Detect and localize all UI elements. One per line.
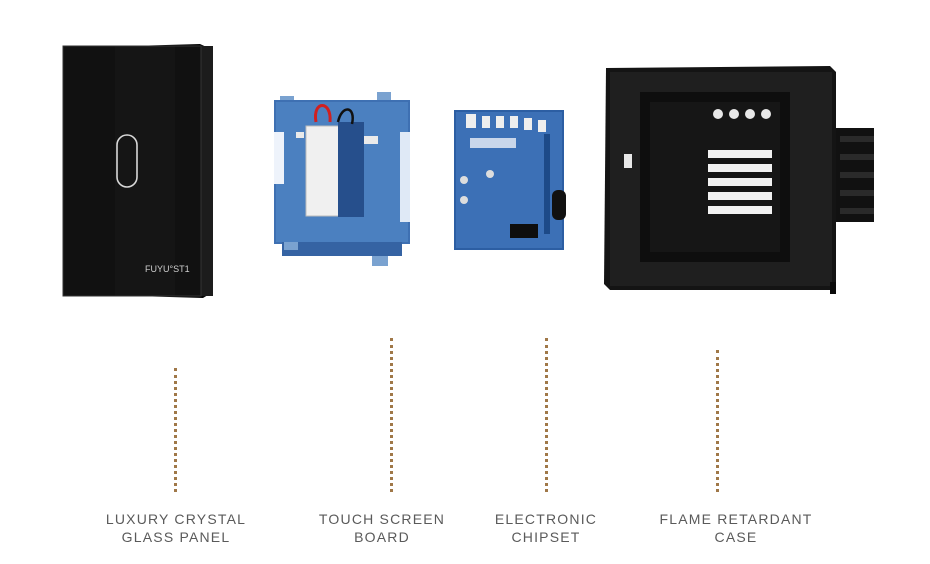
label-line-2: CASE <box>714 529 758 545</box>
label-line-1: TOUCH SCREEN <box>318 511 446 527</box>
leader-line-case <box>716 350 719 492</box>
panel-brand: FUYU°ST1 <box>145 264 190 274</box>
label-line-2: CHIPSET <box>511 529 581 545</box>
label-line-1: LUXURY CRYSTAL <box>105 511 247 527</box>
electronic-chipset-image <box>454 110 566 250</box>
label-touch-screen-board: TOUCH SCREEN BOARD <box>312 510 452 546</box>
glass-panel-image: FUYU°ST1 <box>62 44 213 298</box>
flame-retardant-case-image <box>604 66 874 294</box>
label-luxury-crystal-glass-panel: LUXURY CRYSTAL GLASS PANEL <box>96 510 256 546</box>
label-line-1: FLAME RETARDANT <box>659 511 813 527</box>
touch-screen-board-image <box>274 92 410 266</box>
leader-line-panel <box>174 368 177 492</box>
label-electronic-chipset: ELECTRONIC CHIPSET <box>486 510 606 546</box>
leader-line-touch <box>390 338 393 492</box>
label-line-2: BOARD <box>354 529 410 545</box>
touch-key-icon <box>116 134 138 188</box>
leader-line-chipset <box>545 338 548 492</box>
label-line-1: ELECTRONIC <box>494 511 598 527</box>
label-line-2: GLASS PANEL <box>121 529 231 545</box>
label-flame-retardant-case: FLAME RETARDANT CASE <box>646 510 826 546</box>
